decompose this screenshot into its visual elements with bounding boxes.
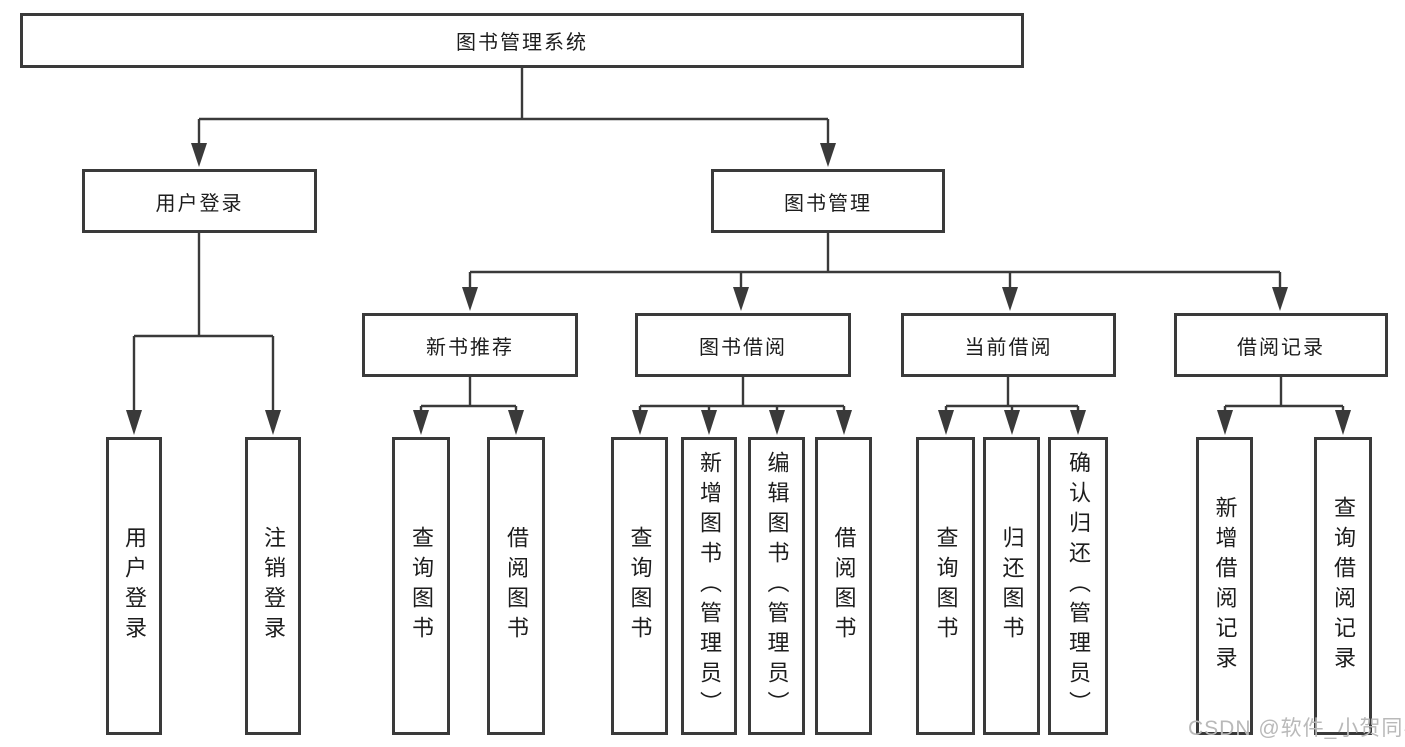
leaf-user-login: 用户登录: [106, 437, 162, 735]
leaf-query-books-recommend: 查询图书: [392, 437, 450, 735]
leaf-edit-book-admin: 编辑图书（管理员）: [748, 437, 805, 735]
leaf-add-book-admin: 新增图书（管理员）: [681, 437, 737, 735]
node-current-borrow: 当前借阅: [901, 313, 1116, 377]
edge-user-login-branch: [132, 233, 275, 414]
edge-borrow-records-branch: [1223, 377, 1345, 414]
node-borrow-records: 借阅记录: [1174, 313, 1388, 377]
leaf-query-borrow-record: 查询借阅记录: [1314, 437, 1372, 735]
leaf-borrow-books-borrow: 借阅图书: [815, 437, 872, 735]
leaf-query-books-borrow: 查询图书: [611, 437, 668, 735]
node-book-borrow: 图书借阅: [635, 313, 851, 377]
edge-current-borrow-branch: [944, 377, 1080, 414]
edge-root-branch: [197, 68, 830, 146]
leaf-return-book: 归还图书: [983, 437, 1040, 735]
node-book-management: 图书管理: [711, 169, 945, 233]
edge-book-management-branch: [468, 233, 1282, 290]
node-new-book-recommend: 新书推荐: [362, 313, 578, 377]
leaf-query-books-current: 查询图书: [916, 437, 975, 735]
leaf-confirm-return-admin: 确认归还（管理员）: [1048, 437, 1108, 735]
edge-new-book-branch: [419, 377, 518, 414]
leaf-logout-login: 注销登录: [245, 437, 301, 735]
arrowheads: [126, 143, 1351, 435]
leaf-add-borrow-record: 新增借阅记录: [1196, 437, 1253, 735]
csdn-watermark: CSDN @软件_小贺同学: [1188, 717, 1405, 740]
node-user-login: 用户登录: [82, 169, 317, 233]
leaf-borrow-books-recommend: 借阅图书: [487, 437, 545, 735]
node-root: 图书管理系统: [20, 13, 1024, 68]
edge-book-borrow-branch: [638, 377, 846, 414]
